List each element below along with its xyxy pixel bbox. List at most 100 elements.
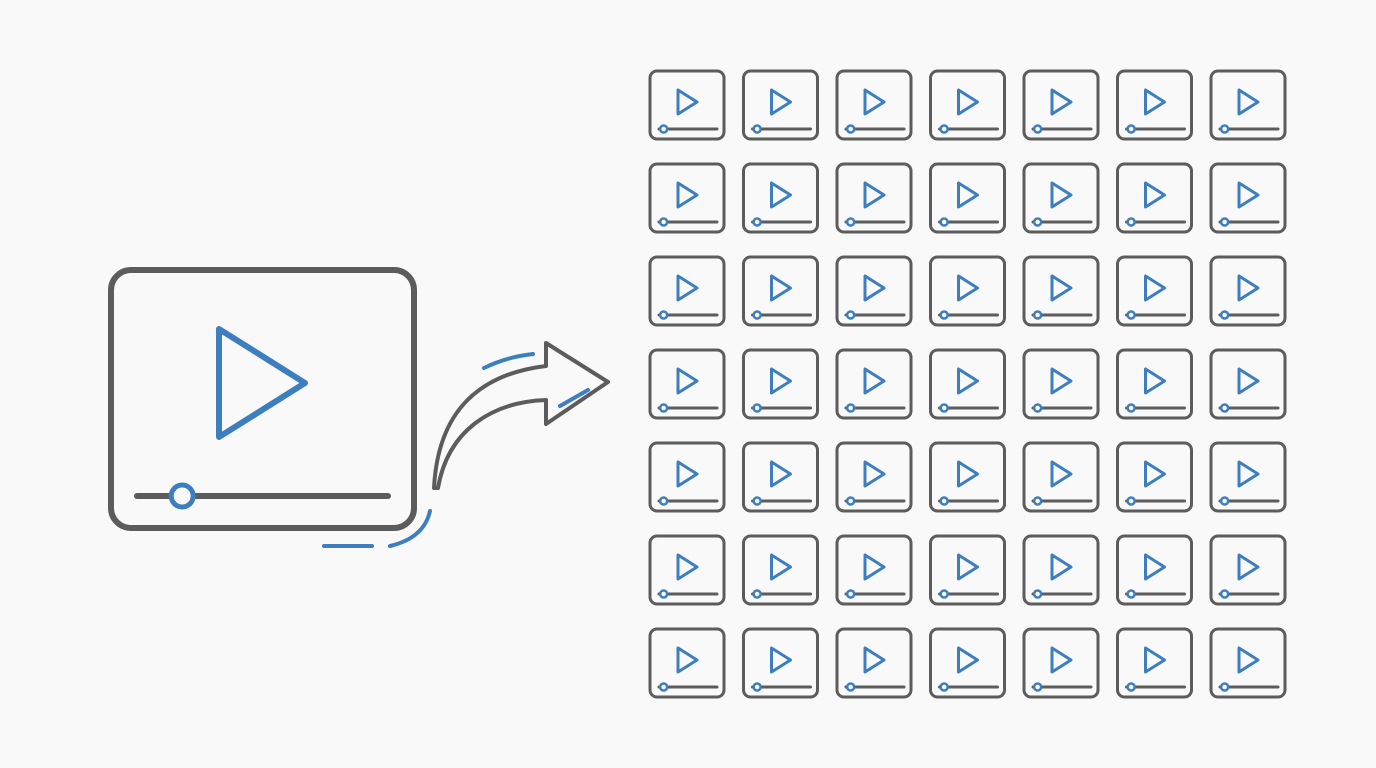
- video-thumbnail-icon: [1116, 348, 1193, 420]
- thumbnail-frame: [742, 441, 819, 513]
- video-thumbnail-icon: [1209, 348, 1287, 420]
- thumbnail-frame: [1116, 162, 1193, 234]
- thumbnail-frame: [835, 255, 913, 327]
- thumbnail-play-icon: [863, 88, 886, 116]
- video-thumbnail-icon: [1209, 627, 1287, 699]
- thumbnail-play-icon: [770, 553, 792, 581]
- thumbnail-progress-knob: [658, 496, 669, 506]
- thumbnail-progress-knob: [1032, 124, 1043, 134]
- video-thumbnail-icon: [835, 69, 913, 141]
- thumbnail-play-icon: [1237, 460, 1260, 488]
- thumbnail-progress-knob: [1126, 310, 1136, 320]
- thumbnail-progress-knob: [1032, 403, 1043, 413]
- video-thumbnail-icon: [1022, 69, 1100, 141]
- video-thumbnail-icon: [1209, 255, 1287, 327]
- thumbnail-frame: [1209, 162, 1287, 234]
- thumbnail-frame: [929, 255, 1006, 327]
- thumbnail-frame: [1116, 348, 1193, 420]
- video-thumbnail-icon: [648, 534, 726, 606]
- video-thumbnail-icon: [929, 441, 1006, 513]
- video-thumbnail-icon: [742, 441, 819, 513]
- video-thumbnail-icon: [1116, 255, 1193, 327]
- video-thumbnail-icon: [648, 162, 726, 234]
- thumbnail-play-icon: [1050, 553, 1073, 581]
- play-icon: [216, 326, 308, 440]
- thumbnail-frame: [648, 162, 726, 234]
- thumbnail-play-icon: [1237, 181, 1260, 209]
- thumbnail-play-icon: [863, 646, 886, 674]
- thumbnail-progress-knob: [658, 589, 669, 599]
- thumbnail-play-icon: [957, 646, 979, 674]
- thumbnail-frame: [742, 348, 819, 420]
- thumbnail-frame: [835, 627, 913, 699]
- thumbnail-play-icon: [957, 181, 979, 209]
- thumbnail-frame: [742, 162, 819, 234]
- video-thumbnail-icon: [835, 348, 913, 420]
- thumbnail-play-icon: [770, 181, 792, 209]
- thumbnail-progress-knob: [658, 310, 669, 320]
- thumbnail-frame: [1209, 255, 1287, 327]
- thumbnail-play-icon: [770, 646, 792, 674]
- thumbnail-progress-knob: [1032, 682, 1043, 692]
- thumbnail-play-icon: [863, 367, 886, 395]
- thumbnail-play-icon: [676, 460, 699, 488]
- thumbnail-frame: [1116, 627, 1193, 699]
- video-thumbnail-icon: [1116, 441, 1193, 513]
- arrow-outline: [432, 341, 610, 490]
- thumbnail-frame: [648, 348, 726, 420]
- thumbnail-play-icon: [1050, 460, 1073, 488]
- video-thumbnail-icon: [1209, 69, 1287, 141]
- thumbnail-frame: [929, 162, 1006, 234]
- video-thumbnail-icon: [929, 162, 1006, 234]
- thumbnail-progress-knob: [1219, 496, 1230, 506]
- thumbnail-play-icon: [676, 646, 699, 674]
- thumbnail-frame: [929, 69, 1006, 141]
- thumbnail-frame: [648, 441, 726, 513]
- video-thumbnail-icon: [1116, 627, 1193, 699]
- thumbnail-progress-knob: [1219, 124, 1230, 134]
- thumbnail-frame: [1209, 69, 1287, 141]
- video-thumbnail-icon: [1022, 441, 1100, 513]
- thumbnail-play-icon: [770, 367, 792, 395]
- thumbnail-progress-knob: [1126, 496, 1136, 506]
- thumbnail-progress-knob: [1219, 217, 1230, 227]
- video-thumbnail-icon: [835, 162, 913, 234]
- video-thumbnail-icon: [1209, 162, 1287, 234]
- thumbnail-play-icon: [863, 460, 886, 488]
- video-thumbnail-icon: [648, 255, 726, 327]
- thumbnail-frame: [1022, 255, 1100, 327]
- thumbnail-play-icon: [863, 553, 886, 581]
- thumbnail-progress-knob: [939, 589, 949, 599]
- thumbnail-frame: [648, 255, 726, 327]
- thumbnail-progress-knob: [1126, 403, 1136, 413]
- thumbnail-progress-knob: [1126, 217, 1136, 227]
- thumbnail-progress-knob: [658, 403, 669, 413]
- thumbnail-frame: [1209, 627, 1287, 699]
- thumbnail-play-icon: [863, 274, 886, 302]
- video-thumbnail-icon: [742, 69, 819, 141]
- thumbnail-progress-knob: [845, 310, 856, 320]
- thumbnail-frame: [835, 441, 913, 513]
- thumbnail-frame: [1022, 534, 1100, 606]
- thumbnail-progress-knob: [939, 124, 949, 134]
- thumbnail-frame: [929, 348, 1006, 420]
- thumbnail-progress-knob: [658, 217, 669, 227]
- motion-accent: [388, 509, 432, 548]
- video-thumbnail-icon: [1022, 627, 1100, 699]
- video-thumbnail-icon: [648, 441, 726, 513]
- thumbnail-play-icon: [1144, 181, 1166, 209]
- thumbnail-frame: [1209, 348, 1287, 420]
- video-thumbnail-icon: [835, 534, 913, 606]
- thumbnail-play-icon: [1237, 88, 1260, 116]
- player-frame: [108, 267, 417, 531]
- thumbnail-play-icon: [676, 88, 699, 116]
- thumbnail-progress-knob: [845, 124, 856, 134]
- thumbnail-frame: [835, 69, 913, 141]
- thumbnail-frame: [1116, 534, 1193, 606]
- thumbnail-frame: [648, 69, 726, 141]
- thumbnail-play-icon: [957, 460, 979, 488]
- thumbnail-play-icon: [1144, 460, 1166, 488]
- thumbnail-play-icon: [1144, 646, 1166, 674]
- thumbnail-frame: [742, 627, 819, 699]
